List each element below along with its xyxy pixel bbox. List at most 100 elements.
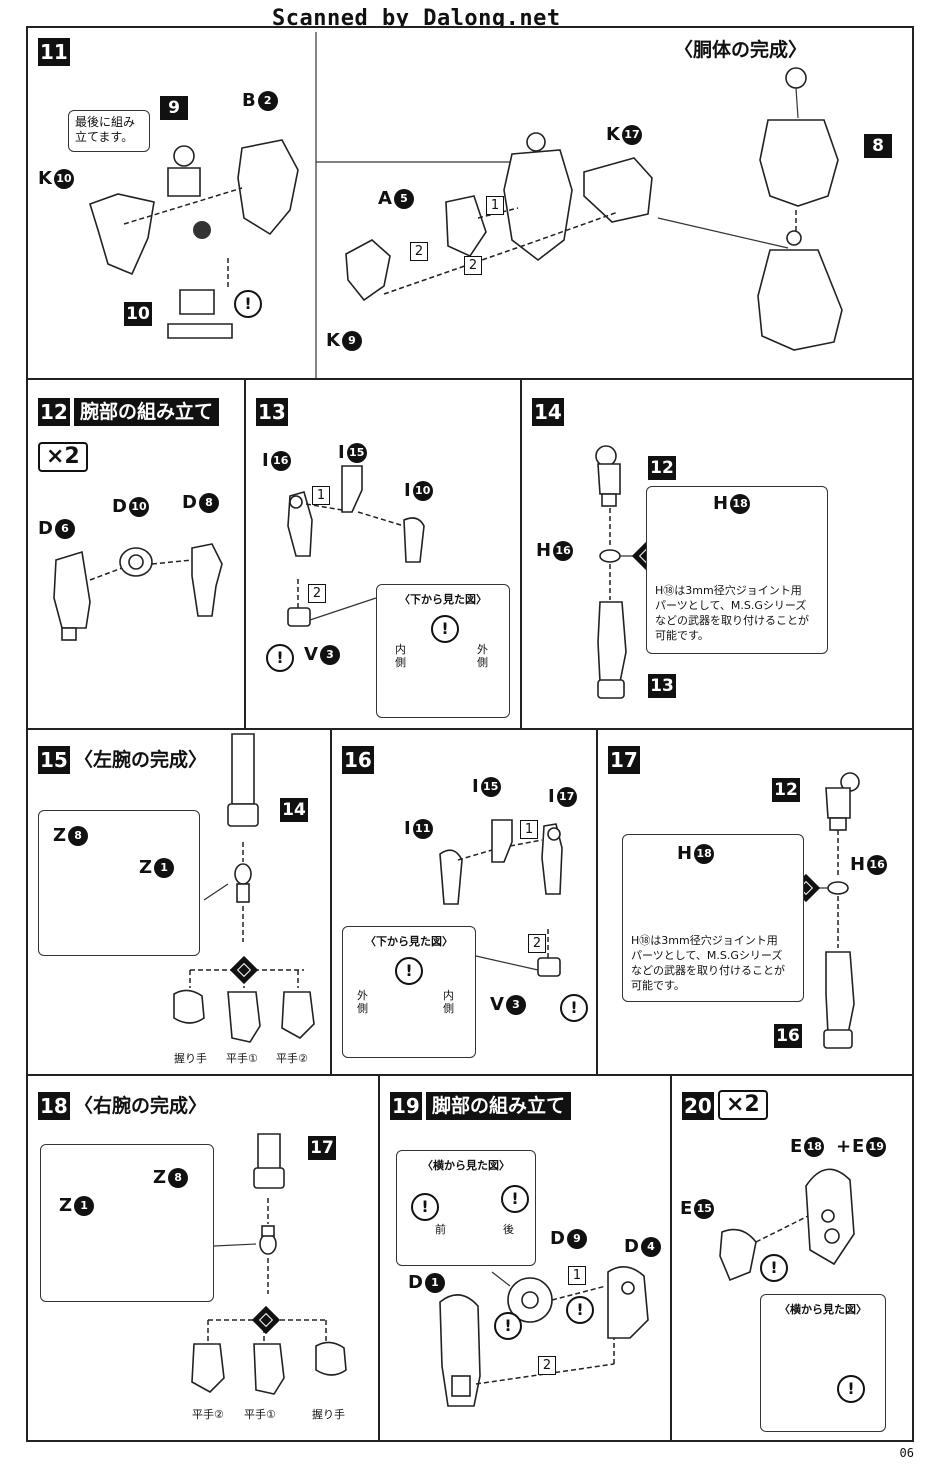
order-marker: 2 — [410, 242, 428, 261]
subassembly-number-10: 10 — [124, 302, 152, 326]
inner-side-label: 内側 — [395, 643, 406, 669]
page-number: 06 — [899, 1446, 914, 1460]
step-title: 〈左腕の完成〉 — [74, 749, 208, 771]
side-view-inset: 〈横から見た図〉 ! ! 前 後 — [396, 1150, 536, 1266]
subassembly-number-14: 14 — [280, 798, 308, 822]
outer-side-label: 外側 — [477, 643, 488, 669]
inner-side-label: 内側 — [443, 989, 454, 1015]
subassembly-number-13: 13 — [648, 674, 676, 698]
order-marker: 2 — [464, 256, 482, 275]
inset-title: 〈横から見た図〉 — [422, 1159, 510, 1172]
subassembly-number-9: 9 — [160, 96, 188, 120]
caution-icon: ! — [494, 1312, 522, 1340]
caution-icon: ! — [395, 957, 423, 985]
step-number: 14 — [532, 398, 564, 426]
step-number: 15 — [38, 746, 70, 774]
front-label: 前 — [435, 1223, 446, 1236]
step-number: 11 — [38, 38, 70, 66]
side-view-inset: 〈横から見た図〉 ! — [760, 1294, 886, 1432]
step-title: 脚部の組み立て — [426, 1092, 572, 1120]
order-marker: 2 — [308, 584, 326, 603]
assembly-note: 最後に組み 立てます。 — [68, 110, 150, 152]
step-11-illustration — [89, 32, 843, 378]
subassembly-number-16: 16 — [774, 1024, 802, 1048]
step-19-illustration — [439, 1193, 649, 1407]
step-number: 20 — [682, 1092, 714, 1120]
hand-label: 平手② — [192, 1408, 224, 1421]
inset-title: 〈下から見た図〉 — [399, 593, 487, 606]
back-label: 後 — [503, 1223, 514, 1236]
bottom-view-inset: 〈下から見た図〉 ! 内側 外側 — [376, 584, 510, 718]
step-number: 17 — [608, 746, 640, 774]
step-18-illustration — [93, 1133, 347, 1395]
caution-icon: ! — [411, 1193, 439, 1221]
order-marker: 1 — [312, 486, 330, 505]
hand-label: 握り手 — [174, 1052, 207, 1065]
caution-icon: ! — [760, 1254, 788, 1282]
caution-icon: ! — [566, 1296, 594, 1324]
caution-icon: ! — [234, 290, 262, 318]
caution-icon: ! — [837, 1375, 865, 1403]
inset-title: 〈下から見た図〉 — [365, 935, 453, 948]
note-line: 立てます。 — [75, 130, 134, 144]
caution-icon: ! — [266, 644, 294, 672]
hand-label: 平手① — [226, 1052, 258, 1065]
bottom-view-inset: 〈下から見た図〉 ! 外側 内側 — [342, 926, 476, 1058]
caution-icon: ! — [501, 1185, 529, 1213]
order-marker: 1 — [568, 1266, 586, 1285]
h18-note: H⑱は3mm径穴ジョイント用パーツとして、M.S.Gシリーズなどの武器を取り付け… — [655, 584, 809, 642]
subassembly-number-12: 12 — [648, 456, 676, 480]
order-marker: 1 — [486, 196, 504, 215]
step-number: 18 — [38, 1092, 70, 1120]
step-title: 腕部の組み立て — [74, 398, 220, 426]
quantity-badge: ×2 — [718, 1090, 768, 1120]
step-number: 12 — [38, 398, 70, 426]
step-number: 13 — [256, 398, 288, 426]
caution-icon: ! — [431, 615, 459, 643]
h18-note: H⑱は3mm径穴ジョイント用パーツとして、M.S.Gシリーズなどの武器を取り付け… — [631, 934, 785, 992]
inset-title: 〈横から見た図〉 — [779, 1303, 867, 1316]
hand-label: 握り手 — [312, 1408, 345, 1421]
order-marker: 2 — [528, 934, 546, 953]
step-number: 16 — [342, 746, 374, 774]
subassembly-number-8: 8 — [864, 134, 892, 158]
hand-label: 平手① — [244, 1408, 276, 1421]
